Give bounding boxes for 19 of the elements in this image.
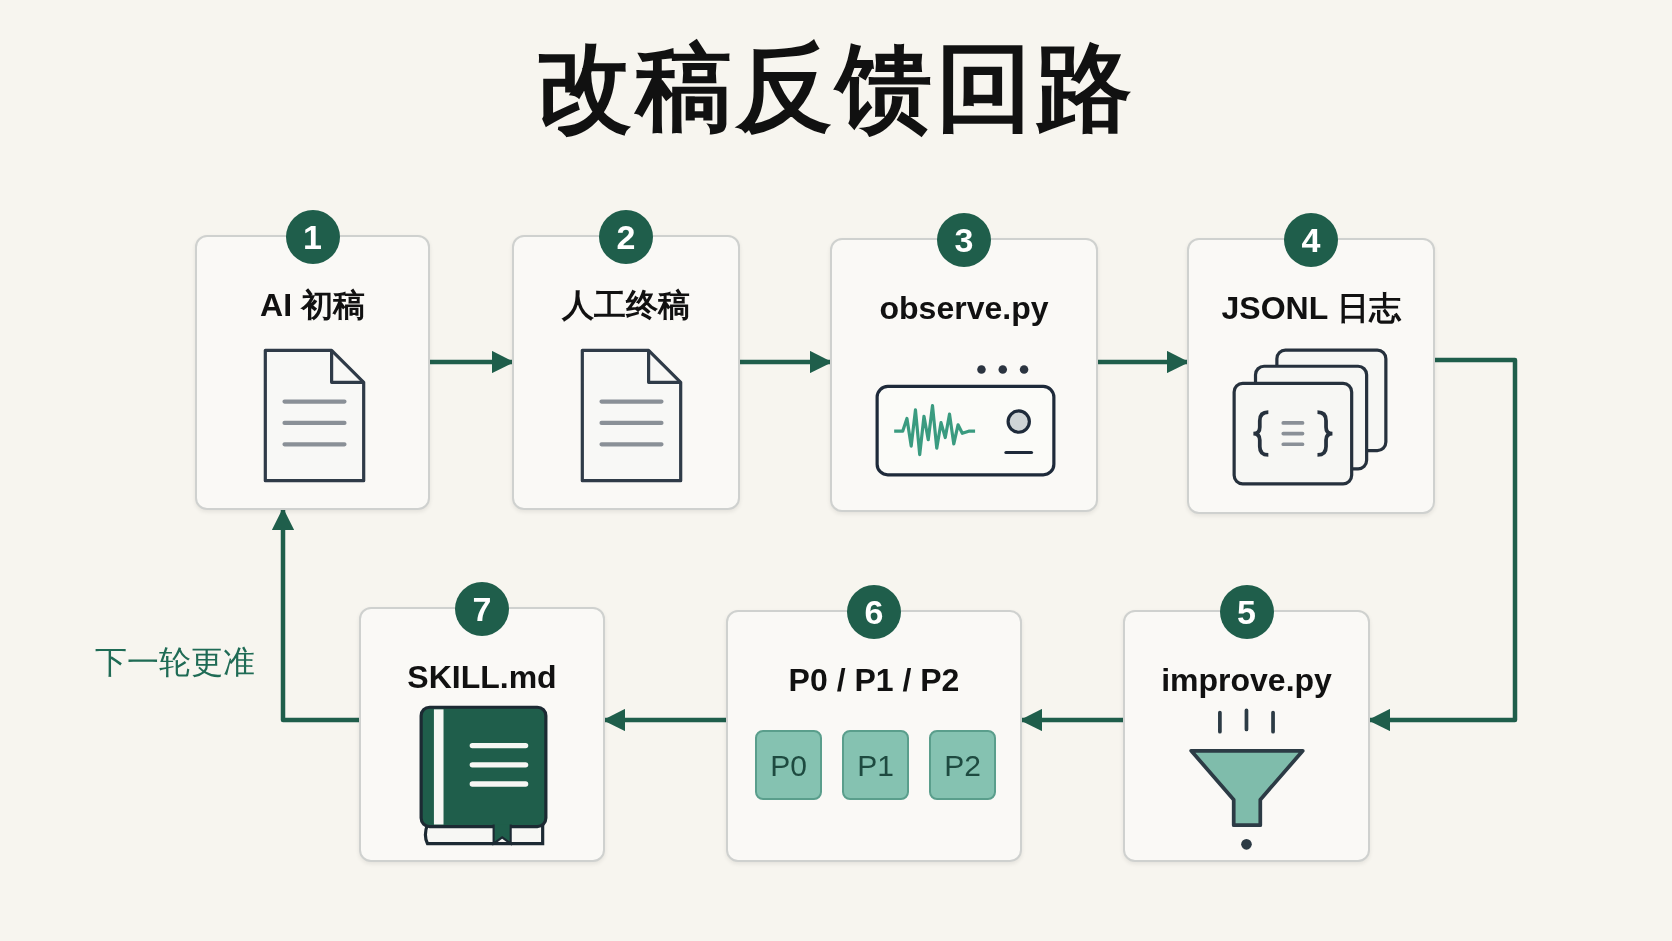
priority-chip: P1 — [842, 730, 909, 800]
step-title: JSONL 日志 — [1221, 289, 1401, 328]
step-number-badge: 6 — [847, 585, 901, 639]
step-title: observe.py — [879, 289, 1049, 328]
step-title: AI 初稿 — [260, 286, 365, 325]
priority-chip: P2 — [929, 730, 996, 800]
step-title: SKILL.md — [407, 658, 557, 697]
title: 改稿反馈回路 — [536, 40, 1136, 136]
step-title: improve.py — [1161, 661, 1332, 700]
step-title: P0 / P1 / P2 — [788, 661, 960, 700]
step-number-badge: 1 — [285, 210, 340, 264]
step-number-badge: 7 — [455, 582, 509, 636]
step-title: 人工终稿 — [562, 286, 690, 325]
step-number-badge: 5 — [1219, 585, 1274, 639]
step-number-badge: 4 — [1284, 213, 1338, 267]
step-number-badge: 3 — [937, 213, 991, 267]
priority-chip: P0 — [755, 730, 822, 800]
step-number-badge: 2 — [599, 210, 653, 264]
arrow — [271, 507, 359, 723]
